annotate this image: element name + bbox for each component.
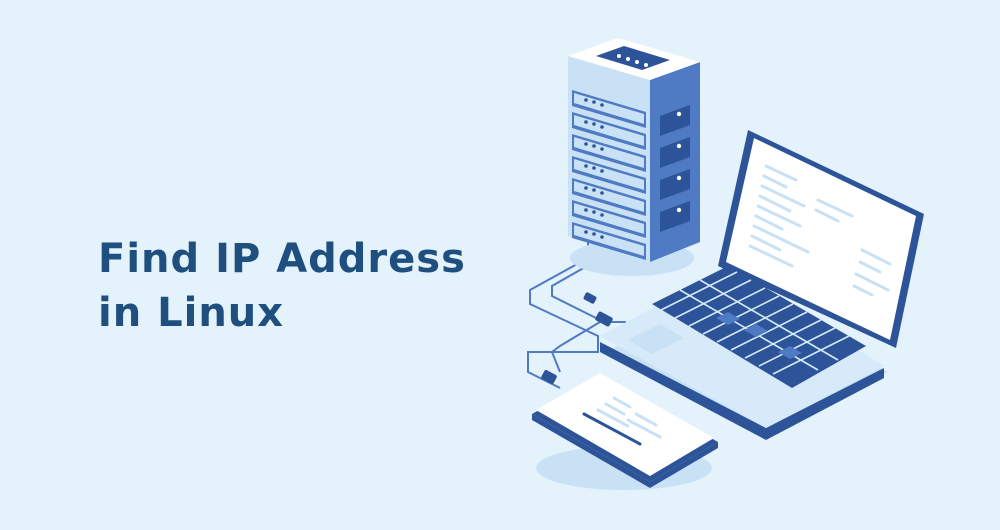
laptop-screen-code — [748, 164, 892, 297]
server-rack — [568, 38, 700, 276]
page-title: Find IP Address in Linux — [98, 232, 466, 340]
title-line-1: Find IP Address — [98, 236, 466, 282]
server-display-icon — [596, 46, 670, 70]
server-units — [572, 90, 646, 260]
title-line-2: in Linux — [98, 290, 285, 336]
mobile-phone — [532, 373, 718, 490]
phone-screen-lines — [596, 396, 662, 439]
cable-plugs — [541, 292, 613, 384]
laptop — [600, 130, 924, 440]
laptop-touchpad — [628, 324, 684, 354]
server-side-panels — [660, 105, 690, 232]
